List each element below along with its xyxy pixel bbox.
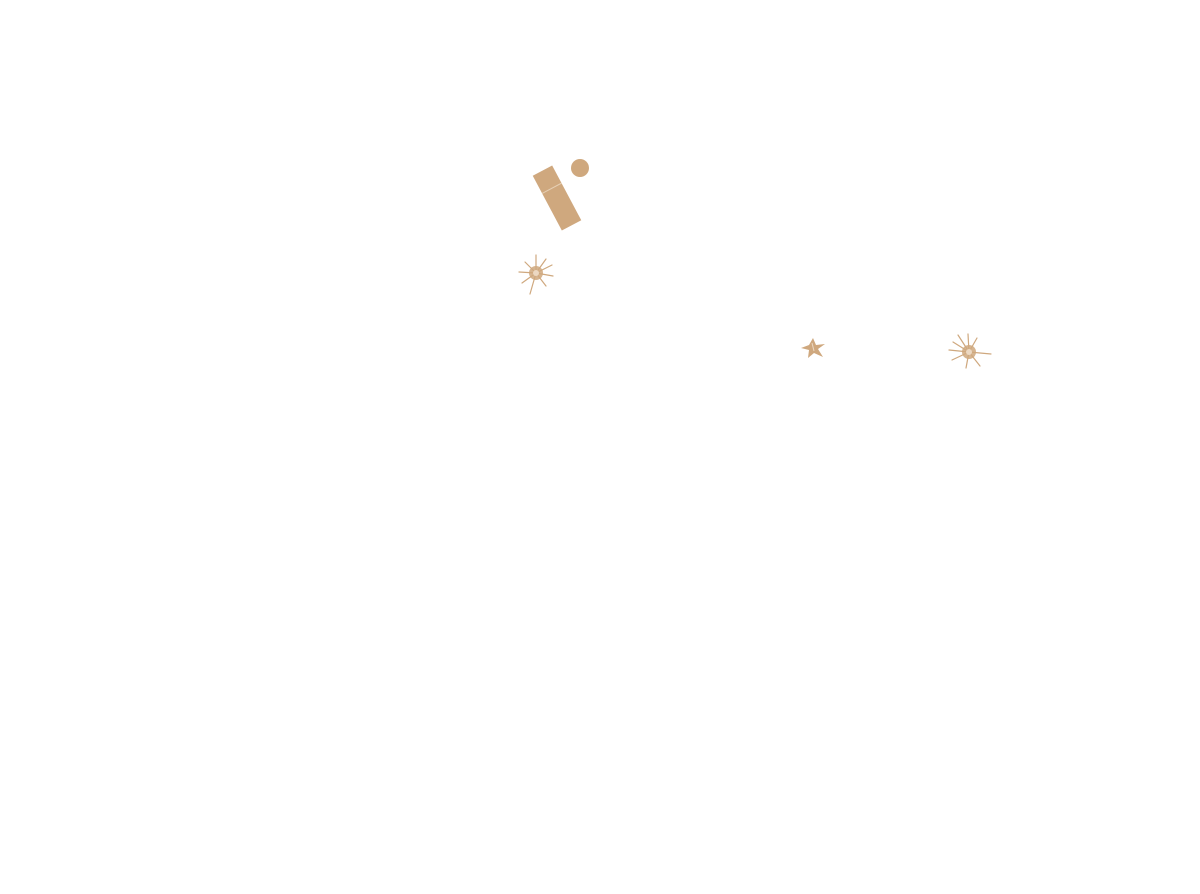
bar-body: [532, 165, 582, 231]
rectangle-bar-icon: [526, 160, 596, 236]
leaf-cluster-icon: [799, 336, 827, 360]
spark-burst-icon: [947, 332, 993, 370]
circle-dot-icon: [570, 158, 590, 178]
spark-burst-icon: [516, 252, 556, 296]
bar-seam: [541, 182, 562, 194]
